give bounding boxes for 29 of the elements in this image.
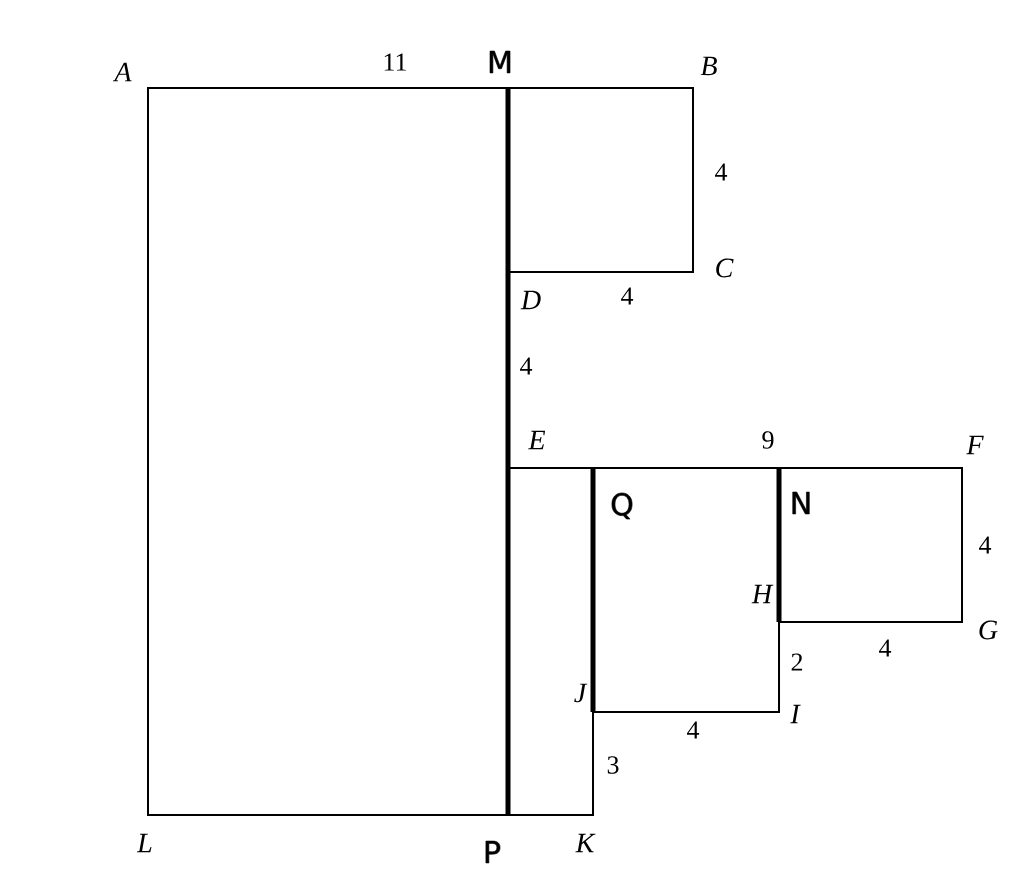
point-label: Q (611, 492, 633, 520)
vertex-label: I (790, 704, 801, 724)
vertex-label: F (966, 435, 984, 455)
segment-line (590, 468, 596, 712)
dimension-label: 3 (607, 756, 619, 774)
segment-line (505, 88, 511, 815)
dimension-label: 4 (979, 536, 992, 554)
vertex-label: B (700, 56, 717, 76)
dimension-label: 11 (384, 53, 406, 71)
vertex-label: G (979, 620, 998, 640)
dimension-label: 2 (791, 653, 803, 671)
dimension-label: 4 (687, 721, 700, 739)
vertex-label: C (716, 258, 734, 278)
point-label: P (485, 841, 501, 863)
dimension-label: 9 (762, 431, 774, 449)
vertex-label: K (575, 833, 596, 853)
point-label: H (751, 584, 774, 604)
vertex-label: A (112, 62, 132, 82)
vertex-label: L (136, 833, 152, 853)
segment-line (776, 468, 782, 622)
dimension-label: 4 (879, 639, 892, 657)
dimension-label: 4 (715, 163, 728, 181)
dimension-label: 4 (520, 357, 533, 375)
point-label: J (574, 683, 588, 703)
dimension-label: 4 (621, 287, 634, 305)
vertex-label: E (528, 430, 546, 450)
vertex-label: D (520, 290, 541, 310)
point-label: N (792, 492, 810, 514)
point-label: M (490, 51, 511, 73)
